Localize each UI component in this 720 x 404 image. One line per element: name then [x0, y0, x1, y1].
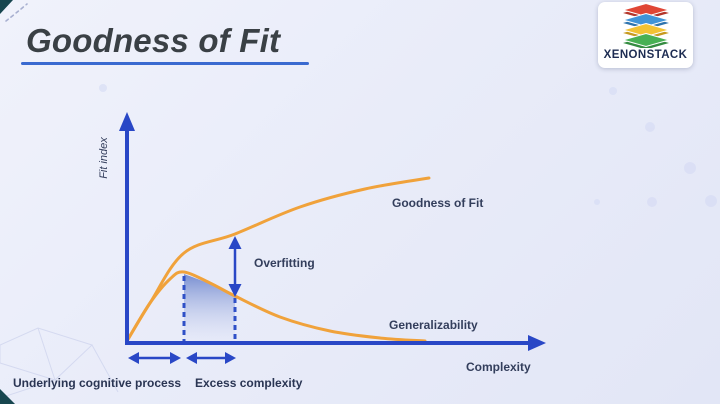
x-axis-arrowhead: [528, 335, 546, 351]
underlying-cognitive-process-label: Underlying cognitive process: [13, 376, 182, 390]
brand-name: XENONSTACK: [603, 49, 688, 61]
generalizability-label: Generalizability: [389, 318, 478, 332]
title-underline: [21, 62, 309, 65]
arrowhead-down: [228, 284, 242, 297]
green-layer: [620, 32, 671, 48]
excess-complexity-label: Excess complexity: [195, 376, 303, 390]
network-lines: [0, 327, 119, 399]
y-axis-arrowhead: [119, 112, 135, 131]
goodness-of-fit-label: Goodness of Fit: [392, 196, 484, 210]
y-axis-label: Fit index: [98, 137, 110, 179]
page-title: Goodness of Fit: [26, 22, 281, 59]
arrowhead-left: [128, 352, 139, 364]
arrowhead-left: [186, 352, 197, 364]
stacked-layers-icon: [620, 2, 671, 48]
generalizability-curve: [125, 270, 427, 343]
xenonstack-logo: XENONSTACK: [598, 2, 693, 68]
arrowhead-up: [228, 236, 242, 249]
arrowhead-right: [170, 352, 181, 364]
annotation-arrows: [128, 236, 242, 364]
overfitting-label: Overfitting: [254, 256, 315, 270]
axes: [119, 112, 546, 351]
arrowhead-right: [225, 352, 236, 364]
dashed-arc-decoration: [5, 3, 28, 22]
x-axis-label: Complexity: [466, 360, 531, 374]
